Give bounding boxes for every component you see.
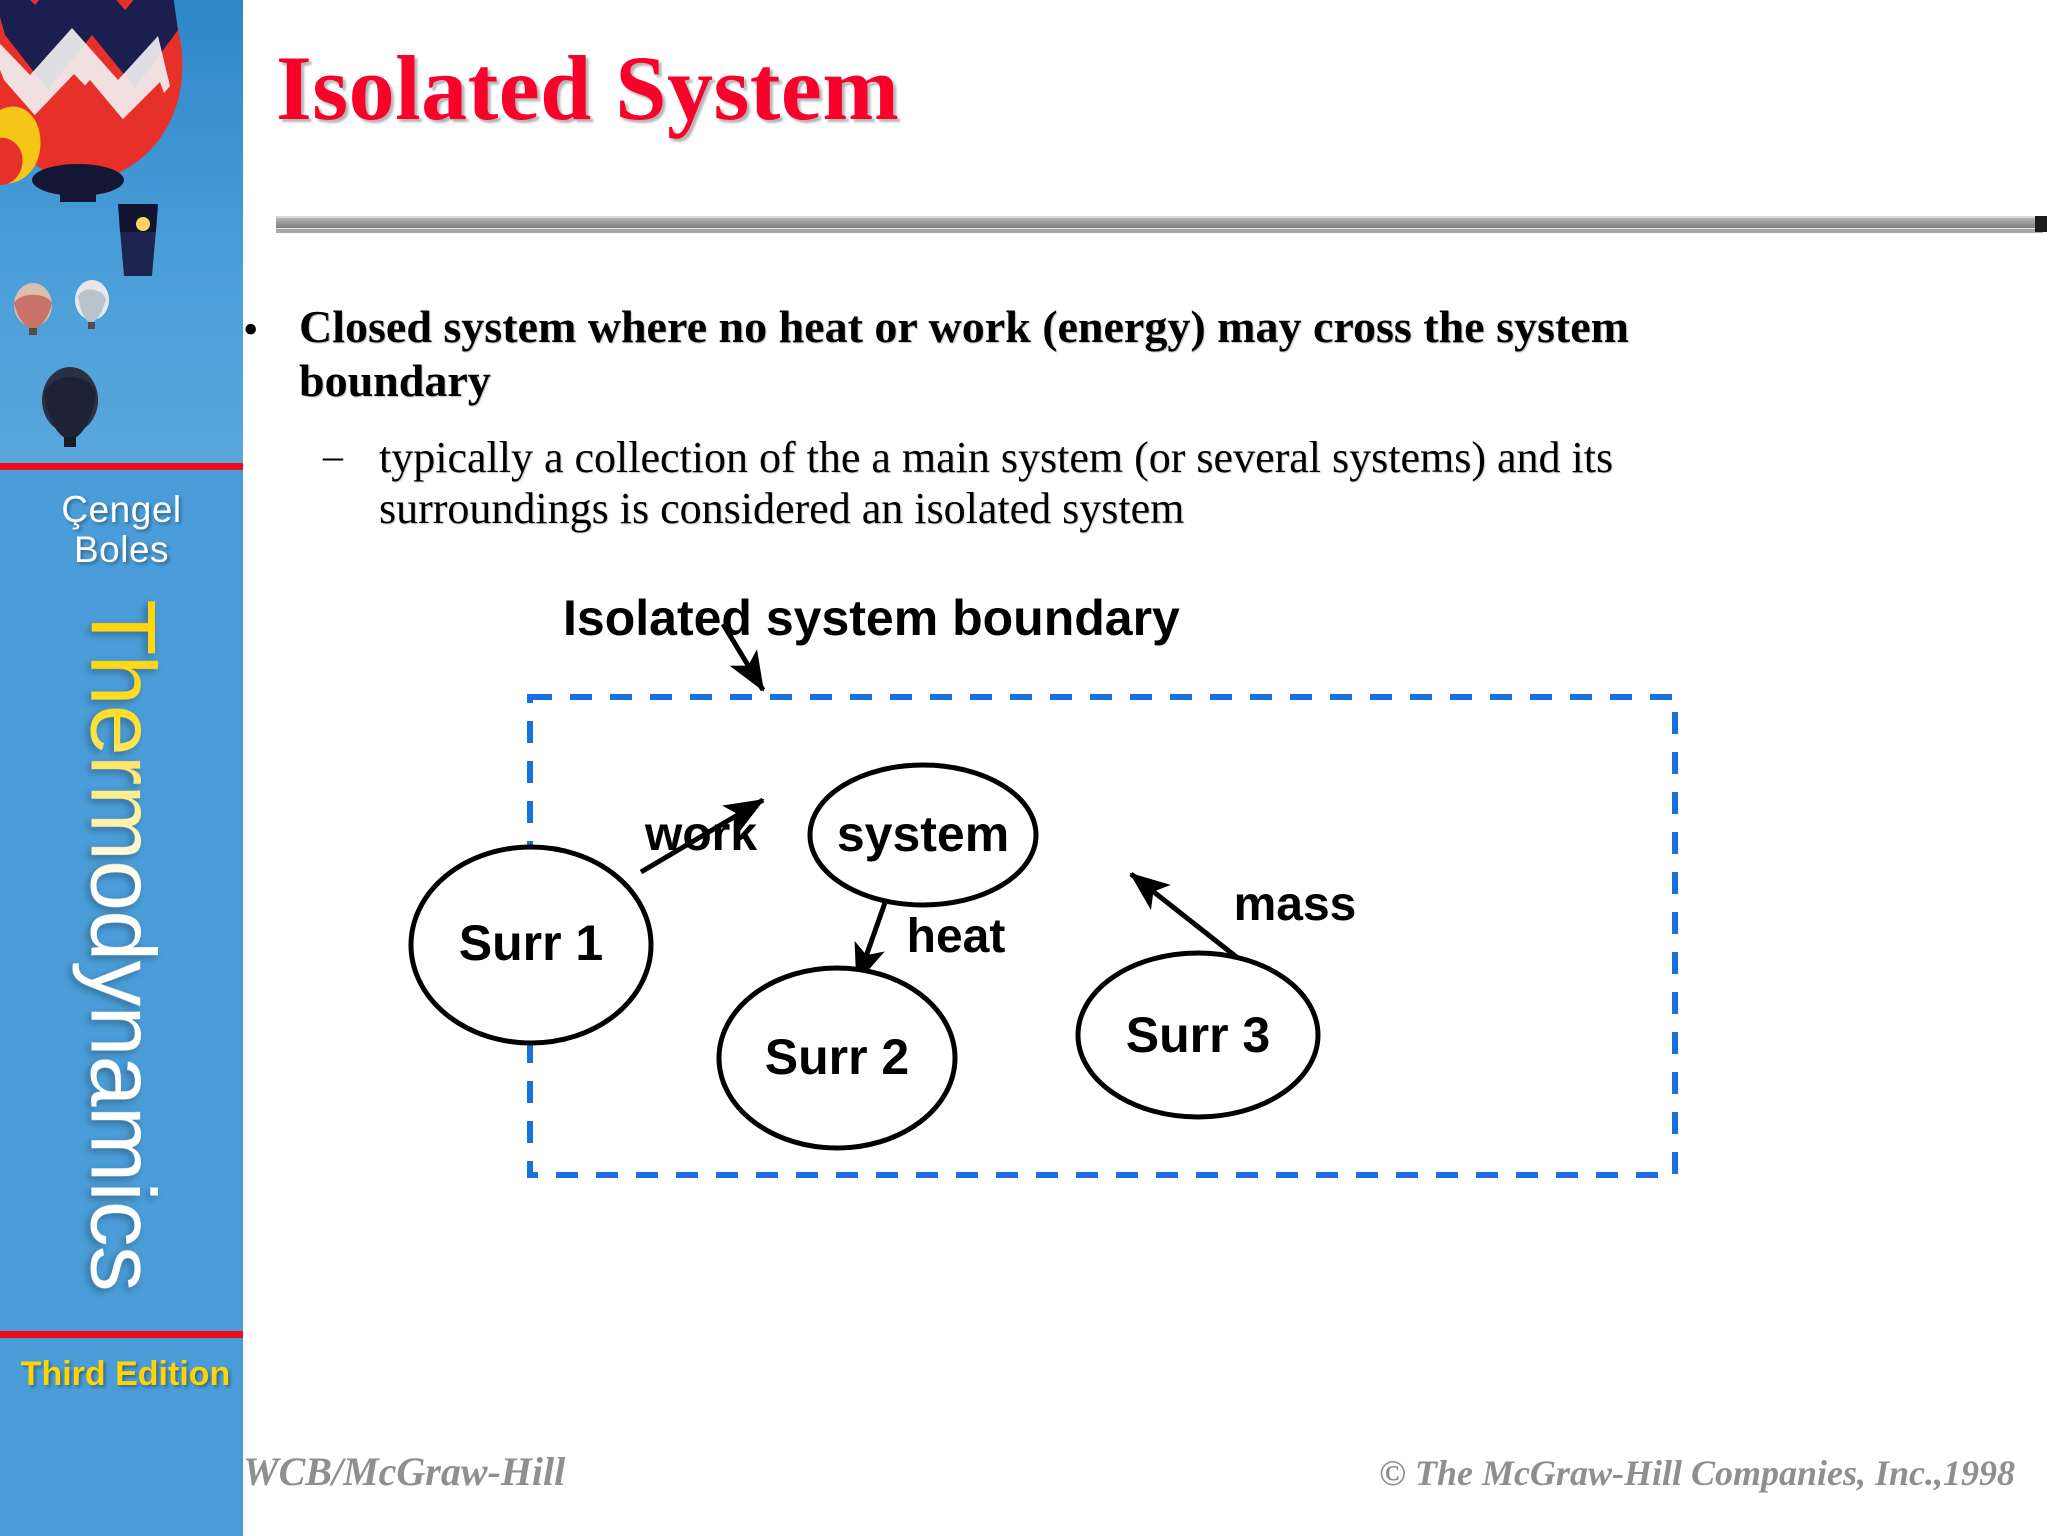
bullet-item-primary: • Closed system where no heat or work (e…	[243, 300, 1763, 409]
node-label-surr2: Surr 2	[765, 1029, 910, 1085]
edge-work	[639, 797, 765, 875]
node-surr2	[716, 965, 958, 1151]
footer-copyright: © The McGraw-Hill Companies, Inc.,1998	[1379, 1453, 2015, 1493]
vertical-book-title: Thermodynamics	[0, 565, 243, 1325]
node-surr1	[408, 844, 654, 1046]
sub-bullet-marker: –	[323, 433, 343, 478]
footer-publisher: WCB/McGraw-Hill	[243, 1449, 566, 1494]
slide-content-area: Isolated System • Closed system where no…	[243, 0, 2048, 1536]
page-title: Isolated System	[276, 37, 900, 139]
edge-mass	[1129, 872, 1255, 972]
author-line-1: Çengel	[61, 489, 182, 530]
edition-label: Third Edition	[20, 1355, 231, 1393]
node-surr3	[1075, 950, 1321, 1120]
author-names: Çengel Boles	[0, 490, 243, 570]
diagram-caption: Isolated system boundary	[563, 590, 1180, 646]
title-divider-end-cap	[2035, 216, 2047, 232]
node-label-system: system	[837, 806, 1009, 862]
vertical-book-title-text: Thermodynamics	[71, 599, 173, 1291]
sub-bullet-text: typically a collection of the a main sys…	[379, 433, 1614, 534]
isolated-system-boundary-rect	[527, 694, 1678, 1178]
title-divider-bar-lower	[276, 228, 2043, 233]
node-system	[807, 762, 1039, 908]
node-label-surr3: Surr 3	[1126, 1007, 1271, 1063]
caption-arrow	[720, 622, 766, 692]
edge-label-heat: heat	[907, 910, 1006, 963]
sidebar-divider-top	[0, 463, 243, 470]
bullet-text: Closed system where no heat or work (ene…	[299, 301, 1629, 407]
sidebar: Çengel Boles Thermodynamics Third Editio…	[0, 0, 243, 1536]
bullet-item-sub: – typically a collection of the a main s…	[323, 432, 1783, 535]
edge-label-work: work	[644, 808, 757, 861]
author-line-2: Boles	[73, 528, 170, 570]
edge-heat	[854, 879, 896, 984]
title-divider-bar-upper	[276, 216, 2043, 228]
balloon-photo	[0, 0, 243, 468]
node-label-surr1: Surr 1	[459, 915, 604, 971]
title-divider-rule	[276, 216, 2047, 233]
bullet-marker: •	[243, 305, 259, 354]
edge-label-mass: mass	[1234, 878, 1357, 931]
sidebar-divider-bottom	[0, 1331, 243, 1338]
